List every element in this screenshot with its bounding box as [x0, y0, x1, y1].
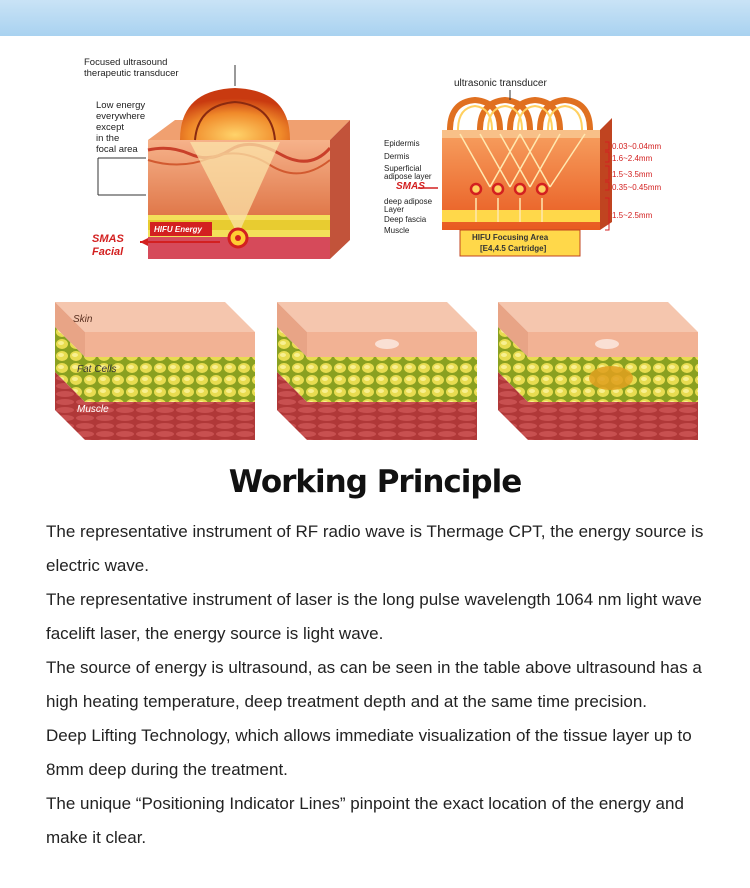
- paragraph-laser: The representative instrument of laser i…: [46, 590, 702, 643]
- paragraph-rf: The representative instrument of RF radi…: [46, 522, 704, 575]
- paragraph-indicator-lines: The unique “Positioning Indicator Lines”…: [46, 794, 684, 847]
- layer-deep-adipose: deep adipose: [384, 197, 433, 206]
- description: The representative instrument of RF radi…: [46, 515, 716, 855]
- layer-superficial: Superficial: [384, 164, 422, 173]
- hifu-energy-label: HIFU Energy: [154, 225, 203, 234]
- muscle-label: Muscle: [77, 404, 109, 415]
- transducer-label: Focused ultrasound: [84, 57, 168, 68]
- low-energy-label-3: except: [96, 122, 124, 133]
- low-energy-label-4: in the: [96, 133, 120, 144]
- low-energy-label-2: everywhere: [96, 111, 146, 122]
- depth-4: 0.35~0.45mm: [612, 183, 662, 192]
- hifu-diagram-left: Focused ultrasound therapeutic transduce…: [80, 50, 350, 265]
- paragraph-deep-lifting: Deep Lifting Technology, which allows im…: [46, 726, 692, 779]
- layer-muscle: Muscle: [384, 226, 410, 235]
- page-title: Working Principle: [228, 464, 523, 500]
- low-energy-label: Low energy: [96, 100, 146, 111]
- layer-smas: SMAS: [396, 181, 425, 192]
- depth-5: 1.5~2.5mm: [612, 211, 653, 220]
- hifu-diagram-right: ultrasonic transducer Epidermis Dermis S…: [380, 72, 680, 262]
- fat-cells-label: Fat Cells: [77, 364, 117, 375]
- tissue-panels: Skin Fat Cells Muscle: [55, 300, 705, 445]
- depth-1: 0.03~0.04mm: [612, 142, 662, 151]
- focus-area-label: HIFU Focusing Area: [472, 233, 549, 242]
- layer-deep-adipose-2: Layer: [384, 205, 405, 214]
- depth-2: 1.6~2.4mm: [612, 154, 653, 163]
- hifu-right-illustration: [418, 90, 612, 257]
- layer-dermis: Dermis: [384, 152, 410, 161]
- smas-label: SMAS: [92, 233, 124, 245]
- layer-adipose: adipose layer: [384, 172, 432, 181]
- hifu-left-illustration: [97, 65, 350, 259]
- depth-3: 1.5~3.5mm: [612, 170, 653, 179]
- skin-label: Skin: [73, 314, 93, 325]
- transducer-label-2: therapeutic transducer: [84, 68, 179, 79]
- top-banner: [0, 0, 750, 36]
- layer-deep-fascia: Deep fascia: [384, 215, 427, 224]
- ultrasonic-transducer-label: ultrasonic transducer: [454, 78, 547, 89]
- tissue-panels-illustration: [55, 302, 698, 440]
- layer-epidermis: Epidermis: [384, 139, 420, 148]
- paragraph-ultrasound: The source of energy is ultrasound, as c…: [46, 658, 702, 711]
- focus-cartridge-label: [E4,4.5 Cartridge]: [480, 244, 547, 253]
- low-energy-label-5: focal area: [96, 144, 138, 155]
- smas-facial-label: Facial: [92, 246, 124, 258]
